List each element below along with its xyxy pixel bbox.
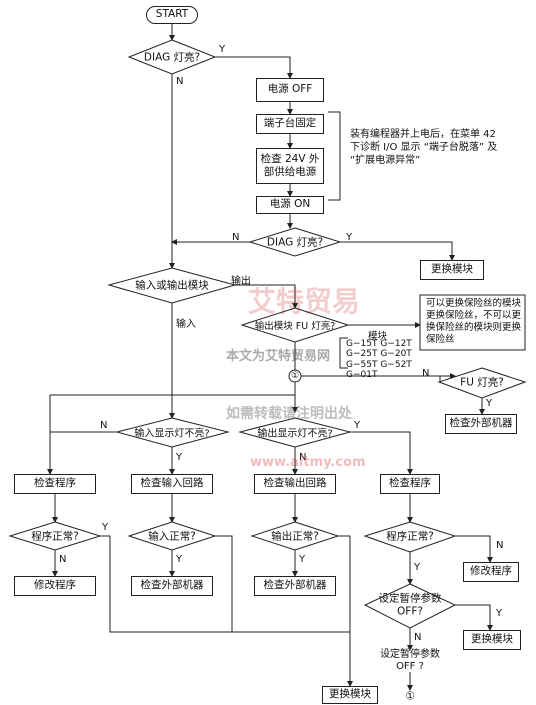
label-y: Y	[354, 420, 361, 431]
set-pause-diamond	[363, 583, 457, 629]
io-module-diamond	[107, 267, 237, 304]
watermark-line1: 本文为艾特贸易网	[226, 349, 331, 364]
label-n: N	[299, 452, 307, 463]
program-ok-diamond-1	[8, 521, 102, 551]
connector-circle-2: ①	[405, 689, 415, 703]
input-label: 输入	[176, 319, 196, 330]
fu-lit-check: FU 灯亮?	[460, 376, 504, 389]
replace-module-box-1: 更换模块	[420, 260, 484, 280]
modify-program-box-1: 修改程序	[14, 576, 96, 596]
diag-check-1: DIAG 灯亮?	[143, 51, 201, 64]
input-led-check: 输入显示灯不亮?	[134, 428, 210, 440]
label-n: N	[232, 232, 240, 243]
replace-module-box-3: 更换模块	[322, 686, 378, 704]
check-external-box-3: 检查外部机器	[254, 576, 336, 596]
label-y: Y	[176, 452, 183, 463]
label-n: N	[414, 632, 422, 643]
watermark-url: www.aitmy.com	[250, 455, 366, 470]
output-led-diamond	[238, 417, 352, 448]
note-24v: 装有编程器并上电后，在菜单 42 下诊断 I/O 显示 “端子台脱落” 及 “扩…	[350, 129, 498, 166]
check-external-box-1: 检查外部机器	[445, 414, 517, 434]
io-module-check: 输入或输出模块	[135, 279, 209, 292]
check-24v-box: 检查 24V 外部供给电源	[256, 148, 324, 184]
output-led-check: 输出显示灯不亮?	[257, 428, 333, 440]
label-y: Y	[496, 608, 503, 619]
label-y: Y	[486, 398, 493, 409]
terminal-fix-box: 端子台固定	[256, 114, 324, 134]
start-terminal: START	[146, 6, 198, 24]
watermark-logo: 艾特贸易	[248, 285, 361, 318]
module-label: 模块	[368, 331, 388, 342]
check-input-loop-box: 检查输入回路	[131, 474, 213, 494]
module-list: G−15T G−12T G−25T G−20T G−55T G−52T G−01…	[346, 339, 412, 380]
output-ok-check: 输出正常?	[271, 530, 319, 543]
input-ok-check: 输入正常?	[148, 530, 196, 543]
check-external-box-2: 检查外部机器	[131, 576, 213, 596]
input-ok-diamond	[127, 521, 217, 551]
fu-module-diamond	[240, 307, 350, 343]
label-n: N	[100, 420, 108, 431]
label-n: N	[59, 554, 67, 565]
power-off-box: 电源 OFF	[256, 78, 324, 102]
label-y: Y	[102, 522, 109, 533]
label-y: Y	[176, 554, 183, 565]
fu-module-check: 输出模块 FU 灯亮?	[254, 321, 336, 332]
diag-diamond-2	[248, 227, 342, 257]
replace-module-box-2: 更换模块	[463, 630, 521, 650]
check-output-loop-box: 检查输出回路	[254, 474, 336, 494]
input-led-diamond	[115, 417, 230, 448]
diag-diamond-1	[127, 39, 217, 75]
label-y: Y	[299, 554, 306, 565]
module-item: G−01T	[346, 370, 378, 381]
fuse-note: 可以更换保险丝的模块更换保险丝，不可以更换保险丝的模块则更换保险丝	[426, 298, 522, 345]
set-pause-check-2: 设定暂停参数 OFF ?	[380, 649, 440, 672]
label-n: N	[496, 540, 504, 551]
output-label: 输出	[231, 276, 251, 287]
label-y: Y	[414, 562, 421, 573]
output-ok-diamond	[250, 521, 340, 551]
module-item: G−15T G−12T	[346, 339, 412, 349]
power-on-box: 电源 ON	[256, 196, 324, 214]
fu-lit-diamond	[437, 367, 527, 399]
set-pause-check-1: 设定暂停参数 OFF?	[378, 592, 442, 617]
module-item: G−55T G−52T	[346, 359, 412, 370]
check-program-box-2: 检查程序	[380, 474, 440, 494]
label-n: N	[176, 76, 184, 87]
label-n: N	[422, 368, 430, 379]
modify-program-box-2: 修改程序	[463, 562, 519, 582]
check-program-box-1: 检查程序	[14, 474, 96, 494]
diag-check-2: DIAG 灯亮?	[266, 236, 324, 249]
label-y: Y	[346, 232, 353, 243]
module-item: G−25T G−20T	[346, 349, 412, 360]
watermark-line2: 如需转载请注明出处	[226, 406, 352, 422]
program-ok-check-1: 程序正常?	[31, 530, 79, 543]
program-ok-diamond-2	[363, 521, 457, 553]
connector-circle-1: ①	[290, 371, 300, 381]
program-ok-check-2: 程序正常?	[386, 530, 434, 543]
label-y: Y	[219, 44, 226, 55]
